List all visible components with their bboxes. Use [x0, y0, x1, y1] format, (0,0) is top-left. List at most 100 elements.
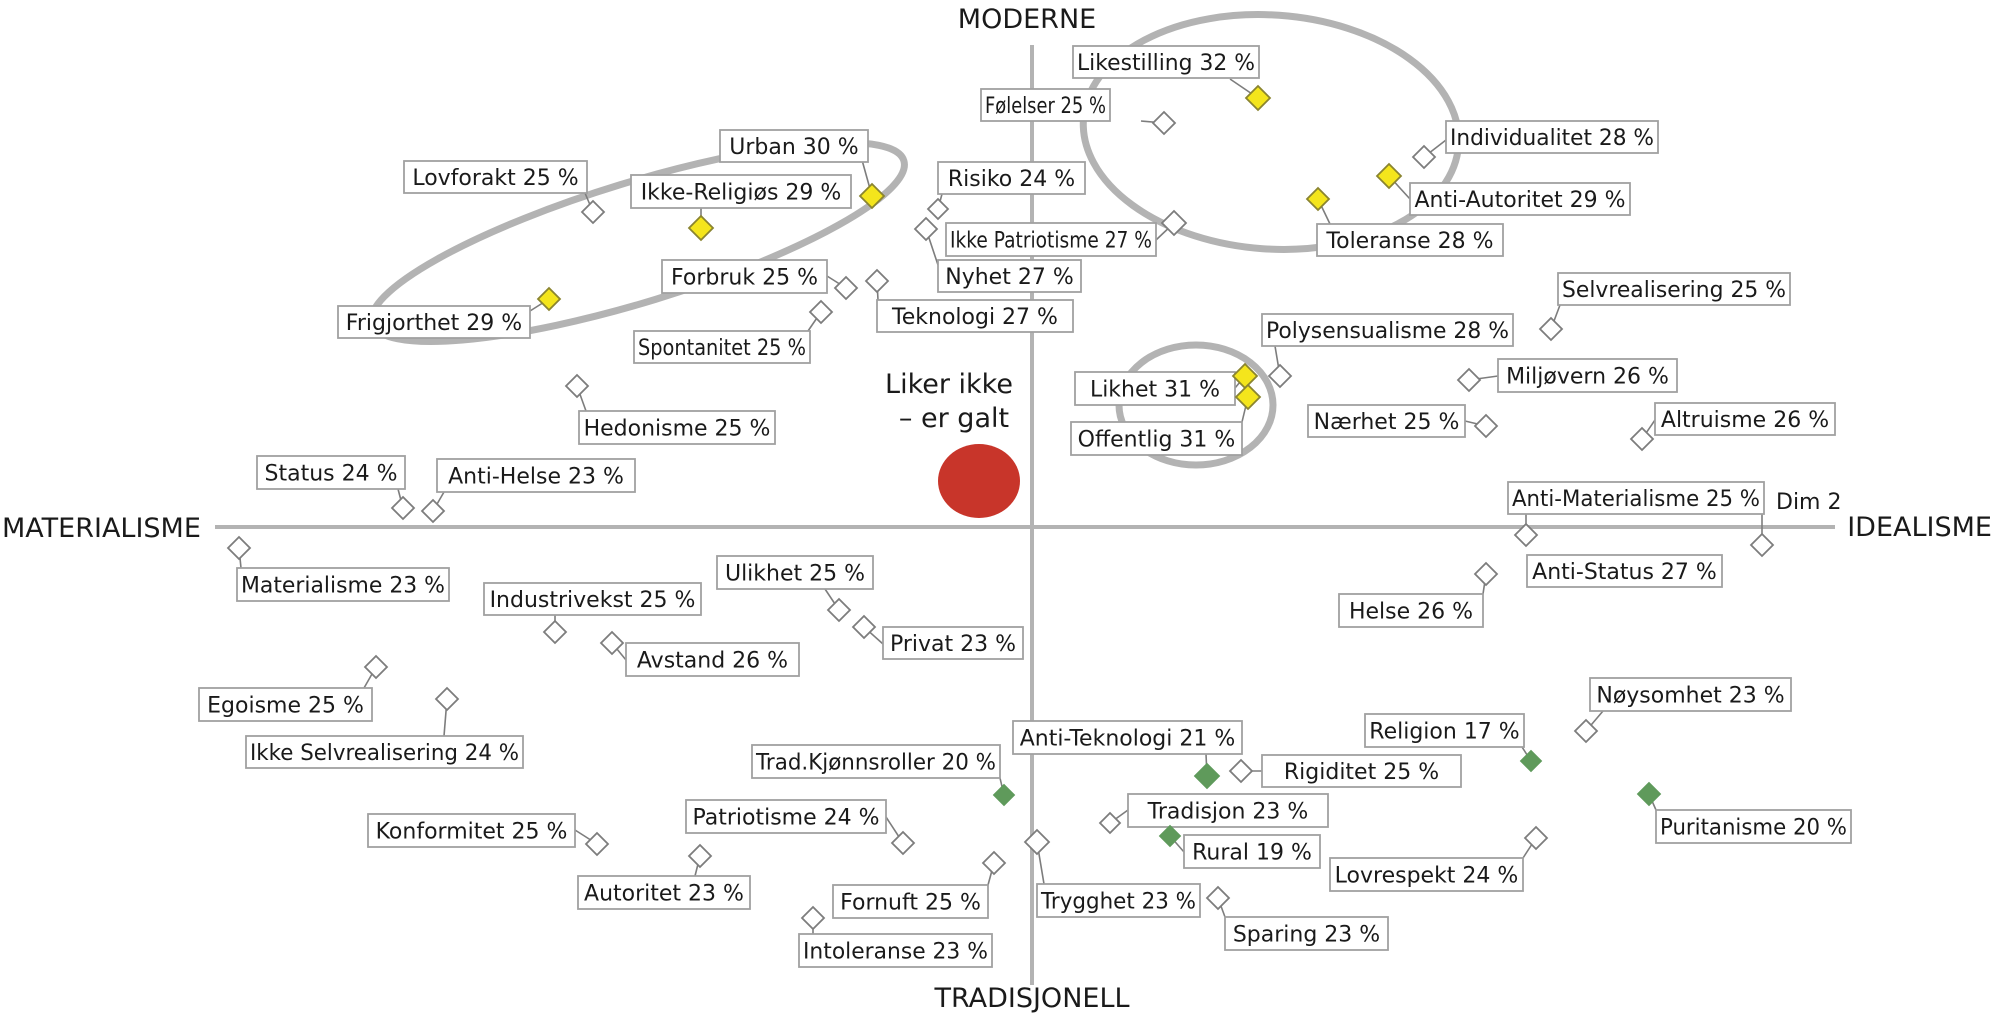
label-text: Lovforakt 25 % — [412, 166, 578, 191]
label-text: Tradisjon 23 % — [1147, 800, 1309, 825]
value-label-noysomhet-23: Nøysomhet 23 % — [1589, 677, 1792, 712]
label-text: Teknologi 27 % — [891, 305, 1058, 330]
value-label-fornuft-25: Fornuft 25 % — [832, 884, 989, 919]
label-text: Urban 30 % — [729, 135, 858, 160]
label-box — [1127, 793, 1329, 828]
label-box — [245, 735, 524, 769]
value-label-urban-30: Urban 30 % — [719, 129, 869, 163]
value-label-egoisme-25: Egoisme 25 % — [198, 687, 373, 722]
marker-white-diamond-naerhet-25 — [1473, 413, 1499, 439]
label-box — [882, 626, 1024, 660]
marker-white-diamond-selvrealisering-25 — [1538, 316, 1564, 342]
value-label-anti-status-27: Anti-Status 27 % — [1526, 554, 1723, 588]
label-text: Fornuft 25 % — [840, 891, 981, 916]
value-label-teknologi-27: Teknologi 27 % — [876, 299, 1074, 333]
label-text: Toleranse 28 % — [1325, 229, 1493, 254]
label-box — [661, 259, 828, 294]
label-box — [578, 410, 776, 445]
marker-white-diamond-ikke-patriotisme-27 — [1160, 209, 1188, 237]
value-label-puritanisme-20: Puritanisme 20 % — [1655, 809, 1852, 844]
label-text: Puritanisme 20 % — [1660, 816, 1847, 841]
label-text: Risiko 24 % — [948, 167, 1075, 192]
label-text: Hedonisme 25 % — [584, 417, 771, 442]
value-label-miljovern-26: Miljøvern 26 % — [1497, 358, 1678, 393]
marker-white-diamond-anti-helse-23 — [420, 498, 446, 524]
label-box — [1445, 120, 1659, 154]
label-box — [832, 884, 989, 919]
label-text: Polysensualisme 28 % — [1266, 319, 1509, 344]
label-text: Miljøvern 26 % — [1506, 365, 1669, 390]
label-text: Trygghet 23 % — [1040, 890, 1196, 915]
label-box — [1307, 404, 1466, 438]
label-text: Trad.Kjønnsroller 20 % — [755, 751, 996, 776]
label-text: Nyhet 27 % — [945, 265, 1073, 290]
label-text: Ulikhet 25 % — [725, 562, 865, 587]
marker-white-diamond-forbruk-25 — [833, 275, 859, 301]
marker-white-diamond-fornuft-25 — [981, 850, 1007, 876]
axis-label-top: MODERNE — [958, 4, 1096, 35]
label-box — [403, 160, 588, 194]
label-box — [436, 458, 636, 493]
marker-white-diamond-konformitet-25 — [584, 831, 610, 857]
label-box — [1316, 223, 1504, 257]
label-text: Nøysomhet 23 % — [1596, 684, 1784, 709]
marker-white-diamond-miljovern-26 — [1456, 367, 1482, 393]
label-text: Altruisme 26 % — [1661, 408, 1829, 433]
value-label-trad-kjonnsroller-20: Trad.Kjønnsroller 20 % — [751, 744, 1001, 779]
label-box — [198, 687, 373, 722]
marker-white-diamond-helse-26 — [1473, 561, 1499, 587]
marker-white-diamond-anti-status-27 — [1749, 532, 1775, 558]
label-box — [337, 305, 531, 339]
value-label-status-24: Status 24 % — [256, 455, 406, 490]
label-text: Anti-Materialisme 25 % — [1512, 487, 1760, 512]
label-text: Rural 19 % — [1192, 841, 1312, 866]
label-text: Offentlig 31 % — [1078, 428, 1236, 453]
label-text: Ikke-Religiøs 29 % — [641, 181, 842, 206]
label-box — [1557, 272, 1791, 306]
label-text: Sparing 23 % — [1233, 923, 1380, 948]
value-label-industrivekst-25: Industrivekst 25 % — [483, 582, 702, 616]
label-box — [367, 813, 576, 848]
label-box — [1589, 677, 1792, 712]
label-box — [1070, 421, 1243, 456]
value-label-ikke-selvrealisering-24: Ikke Selvrealisering 24 % — [245, 735, 524, 769]
marker-white-diamond-patriotisme-24 — [890, 830, 916, 856]
label-box — [798, 933, 993, 968]
label-box — [1654, 402, 1836, 436]
value-label-ikke-patriotisme-27: Ikke Patriotisme 27 % — [945, 222, 1157, 257]
marker-white-diamond-anti-materialisme-25 — [1513, 522, 1539, 548]
marker-green-diamond-religion-17 — [1519, 749, 1543, 773]
label-text: Religion 17 % — [1369, 720, 1519, 745]
label-box — [256, 455, 406, 490]
label-text: Ikke Selvrealisering 24 % — [250, 741, 519, 766]
label-box — [633, 330, 811, 364]
marker-yellow-diamond-toleranse-28 — [1305, 186, 1331, 212]
value-label-folelser-25: Følelser 25 % — [980, 88, 1111, 122]
value-label-anti-teknologi-21: Anti-Teknologi 21 % — [1012, 720, 1243, 755]
marker-white-diamond-autoritet-23 — [687, 843, 713, 869]
marker-white-diamond-privat-23 — [851, 614, 877, 640]
marker-yellow-diamond-offentlig-31 — [1234, 383, 1262, 411]
label-box — [1036, 883, 1201, 918]
label-box — [625, 642, 800, 677]
label-text: Selvrealisering 25 % — [1562, 278, 1786, 303]
value-label-likestilling-32: Likestilling 32 % — [1072, 45, 1260, 79]
value-label-anti-materialisme-25: Anti-Materialisme 25 % — [1507, 481, 1765, 515]
value-label-intoleranse-23: Intoleranse 23 % — [798, 933, 993, 968]
label-box — [1338, 593, 1484, 628]
marker-white-diamond-trygghet-23 — [1023, 828, 1051, 856]
label-box — [685, 799, 887, 834]
value-label-trygghet-23: Trygghet 23 % — [1036, 883, 1201, 918]
value-label-autoritet-23: Autoritet 23 % — [577, 875, 751, 910]
marker-white-diamond-intoleranse-23 — [800, 905, 826, 931]
label-text: Individualitet 28 % — [1450, 126, 1654, 151]
value-label-privat-23: Privat 23 % — [882, 626, 1024, 660]
note-line-2: – er galt — [899, 403, 1009, 434]
label-text: Anti-Status 27 % — [1532, 560, 1717, 585]
label-text: Intoleranse 23 % — [803, 940, 988, 965]
marker-white-diamond-tradisjon-23 — [1098, 811, 1122, 835]
marker-white-diamond-sparing-23 — [1205, 885, 1231, 911]
label-box — [1261, 754, 1462, 788]
label-text: Ikke Patriotisme 27 % — [950, 229, 1152, 254]
label-text: Helse 26 % — [1349, 600, 1473, 625]
